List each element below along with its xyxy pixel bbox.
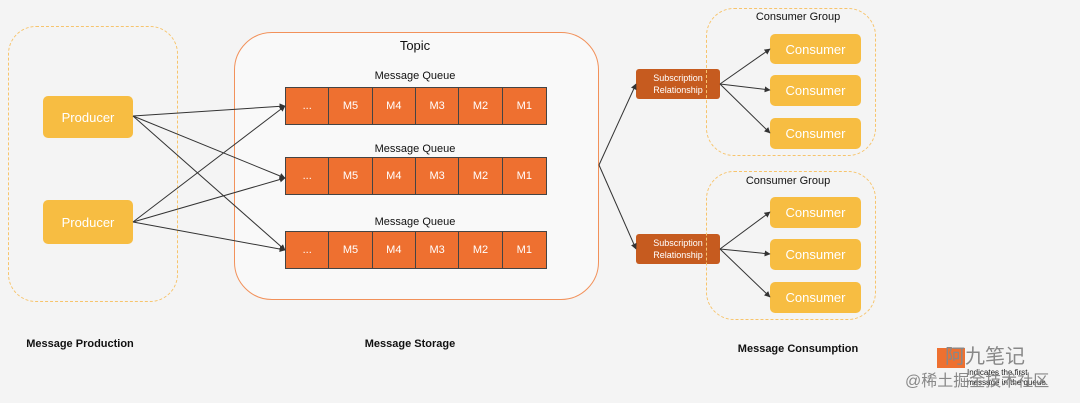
subscription-label: Subscription Relationship [653, 73, 703, 95]
queue-cell: M3 [415, 158, 460, 194]
topic-title: Topic [399, 38, 431, 53]
queue-cell: M4 [372, 158, 416, 194]
arrow-subscription-to-consumer [719, 248, 771, 257]
arrow-subscription-to-consumer [719, 83, 771, 134]
arrow-subscription-to-consumer [719, 211, 771, 250]
producer-node: Producer [43, 96, 133, 138]
arrow-producer-to-queue [132, 103, 286, 117]
message-queue: ... M5 M4 M3 M2 M1 [285, 157, 547, 195]
section-label-consumption: Message Consumption [737, 343, 859, 355]
arrow-producer-to-queue [132, 115, 286, 179]
message-queue: ... M5 M4 M3 M2 M1 [285, 87, 547, 125]
arrow-topic-to-subscription [598, 164, 637, 250]
queue-cell: M1 [502, 158, 546, 194]
queue-cell: M4 [372, 88, 416, 124]
queue-cell: ... [286, 158, 330, 194]
arrow-producer-to-queue [132, 221, 286, 252]
queue-cell: M3 [415, 88, 460, 124]
section-label-production: Message Production [26, 338, 134, 350]
subscription-label: Subscription Relationship [653, 238, 703, 260]
arrow-topic-to-subscription [598, 83, 637, 166]
queue-cell: M4 [372, 232, 416, 268]
queue-title: Message Queue [374, 70, 456, 82]
queue-cell: M5 [329, 88, 373, 124]
queue-cell: ... [286, 232, 330, 268]
queue-cell: M2 [459, 232, 503, 268]
consumer-node: Consumer [770, 75, 861, 106]
watermark-text: 阿九笔记 [945, 346, 1025, 368]
queue-cell: M3 [415, 232, 460, 268]
legend-swatch [937, 348, 965, 368]
arrow-subscription-to-consumer [719, 248, 771, 298]
queue-title: Message Queue [374, 143, 456, 155]
queue-cell: M1 [502, 232, 546, 268]
queue-cell: ... [286, 88, 330, 124]
arrow-subscription-to-consumer [719, 83, 771, 93]
legend-note: Indicates the first message in the queue… [967, 368, 1048, 387]
queue-cell: M2 [459, 158, 503, 194]
section-label-storage: Message Storage [364, 338, 456, 350]
consumer-group-box [706, 8, 876, 156]
consumer-group-title: Consumer Group [755, 11, 841, 23]
arrow-producer-to-queue [132, 105, 286, 223]
consumer-node: Consumer [770, 282, 861, 313]
consumer-node: Consumer [770, 239, 861, 270]
queue-cell: M2 [459, 88, 503, 124]
arrow-producer-to-queue [132, 176, 286, 223]
queue-cell: M1 [502, 88, 546, 124]
consumer-group-box [706, 171, 876, 320]
consumer-node: Consumer [770, 197, 861, 228]
consumer-node: Consumer [770, 34, 861, 64]
producer-node: Producer [43, 200, 133, 244]
queue-cell: M5 [329, 232, 373, 268]
watermark-text: @稀土掘金技术社区 [905, 373, 1050, 390]
queue-cell: M5 [329, 158, 373, 194]
message-queue: ... M5 M4 M3 M2 M1 [285, 231, 547, 269]
arrow-producer-to-queue [132, 115, 286, 251]
arrow-subscription-to-consumer [719, 48, 771, 85]
queue-title: Message Queue [374, 216, 456, 228]
consumer-node: Consumer [770, 118, 861, 149]
consumer-group-title: Consumer Group [745, 175, 831, 187]
production-group [8, 26, 178, 302]
